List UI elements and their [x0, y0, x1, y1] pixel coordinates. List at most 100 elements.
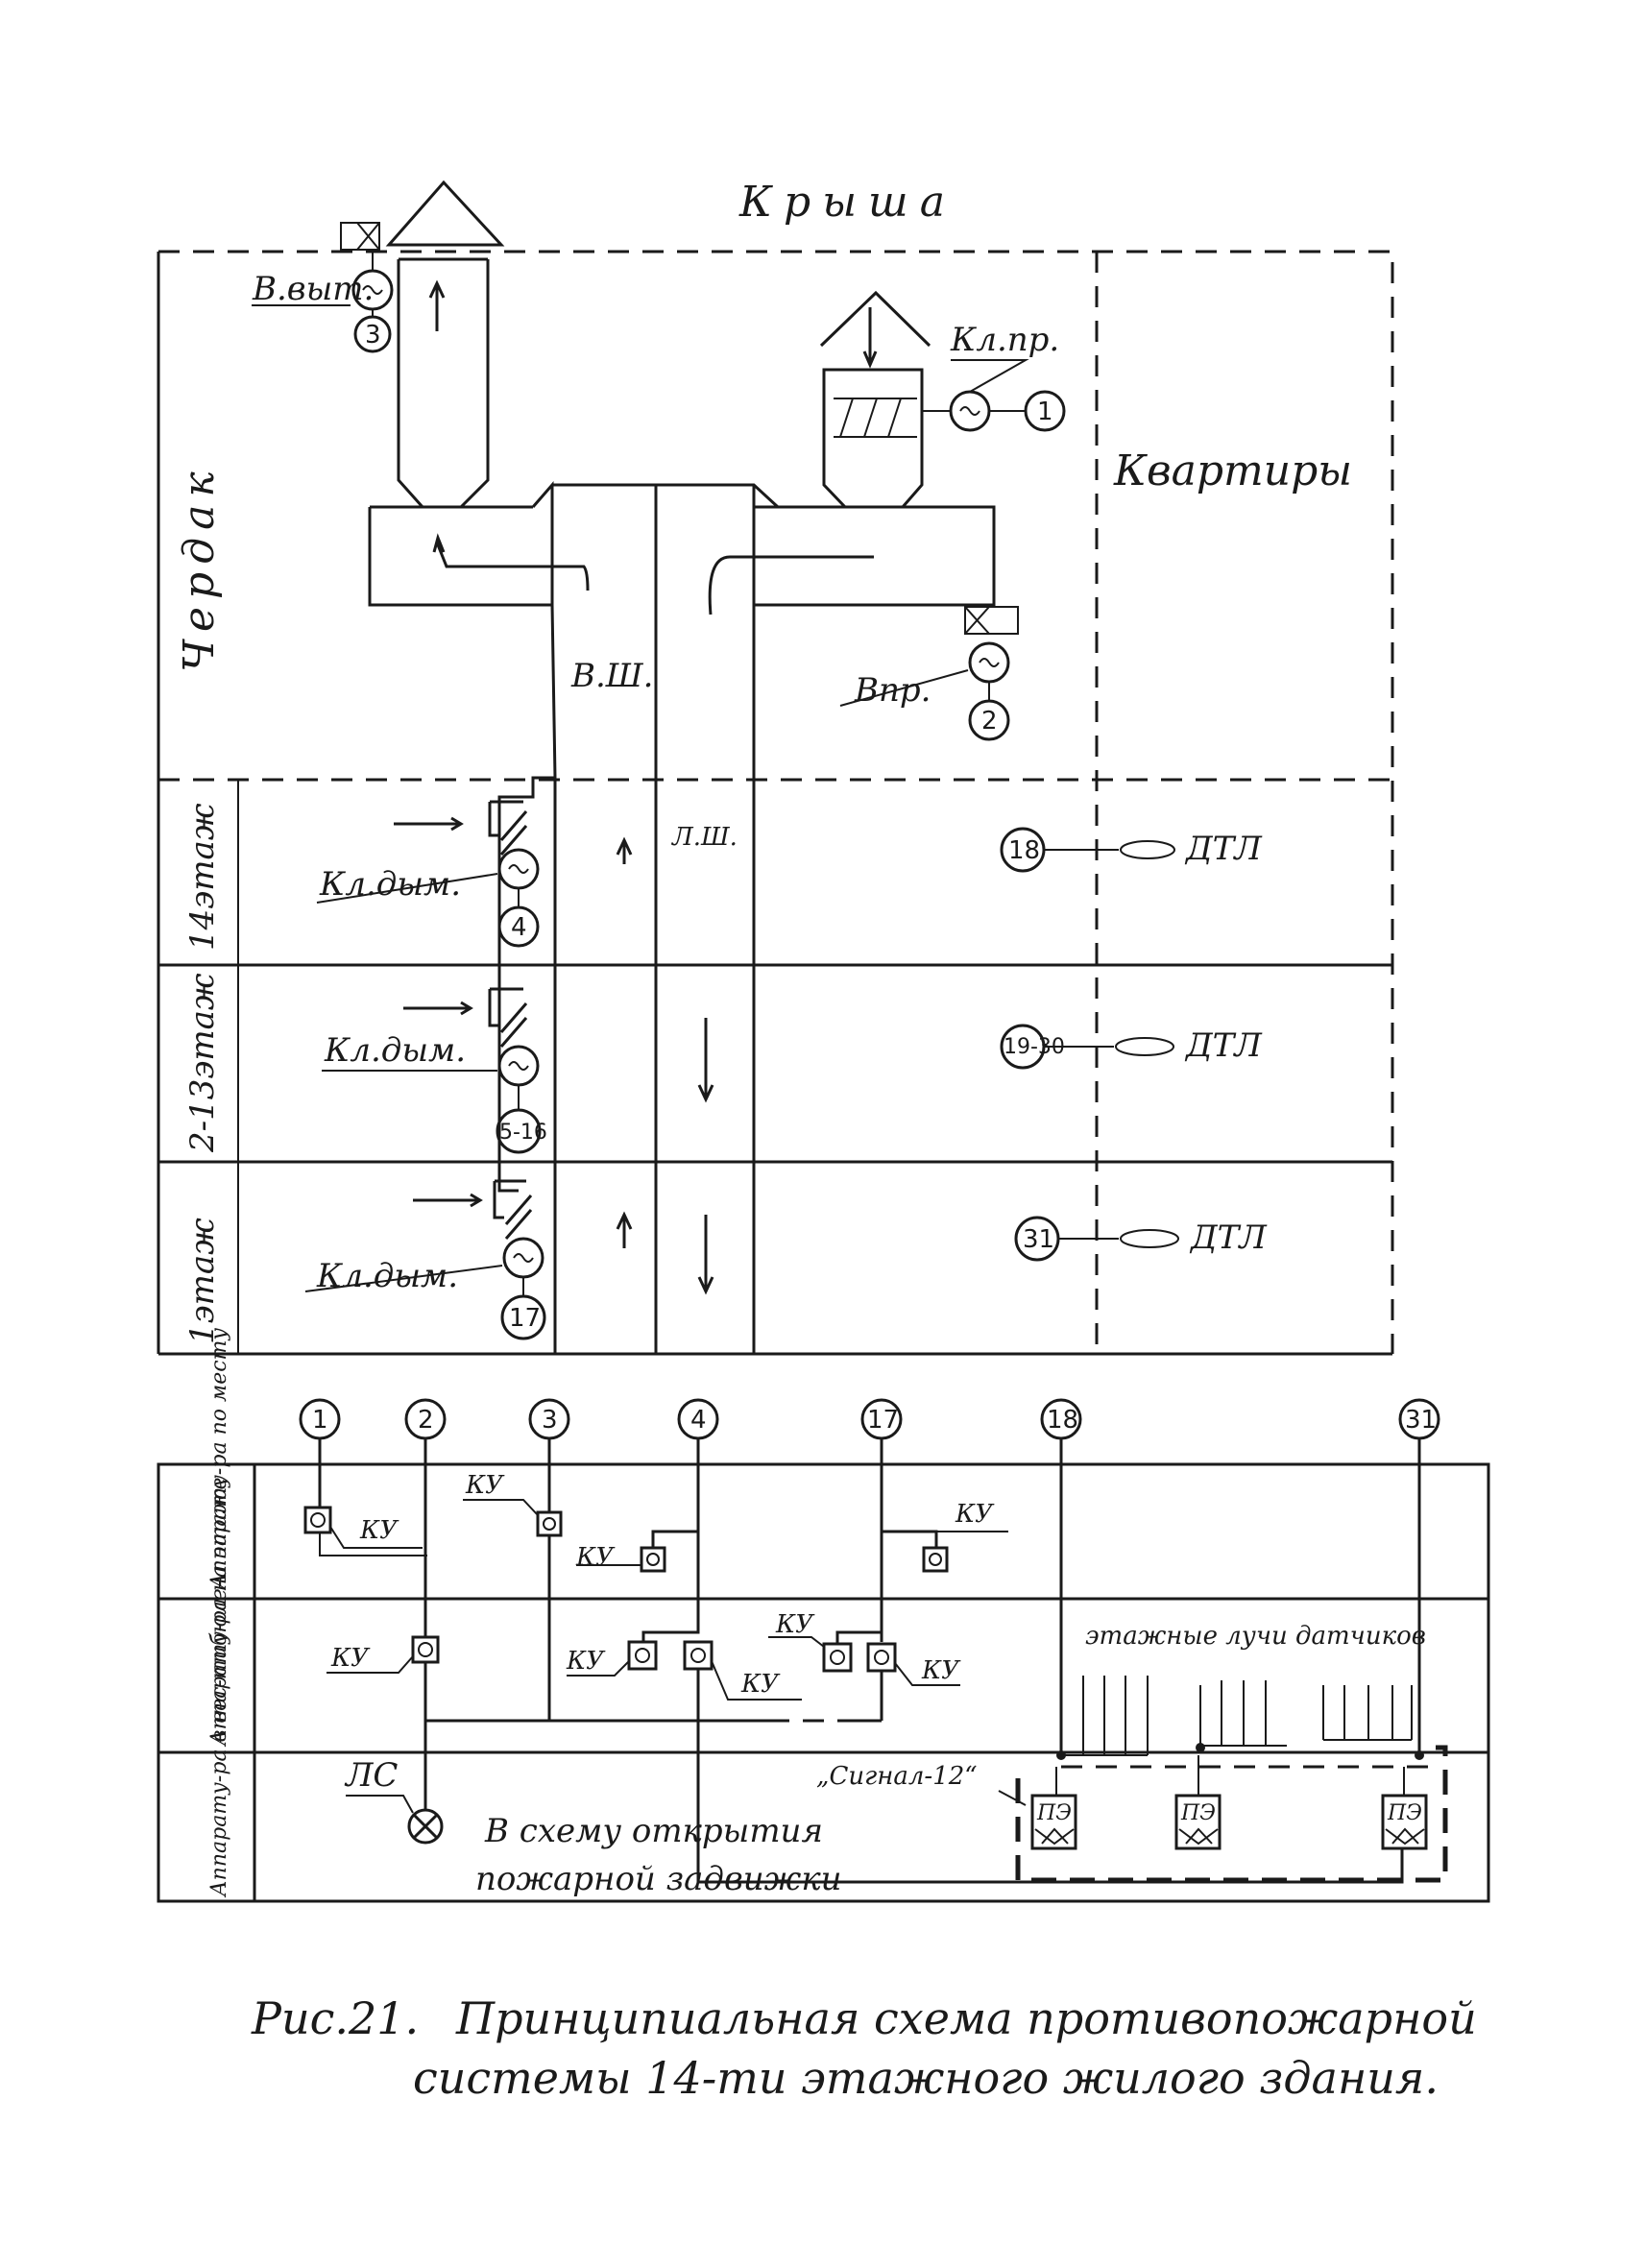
floor14-valve-label: Кл.дым. — [319, 865, 461, 904]
detector-floor1-num: 31 — [1023, 1225, 1054, 1254]
ku-col2-label: КУ — [330, 1644, 371, 1673]
detector-floor1-label: ДТЛ — [1189, 1218, 1268, 1257]
figure-caption: Рис.21. Принципиальная схема противопожа… — [251, 1992, 1477, 2104]
floor1-valve-marker-num: 17 — [509, 1304, 541, 1333]
supply-valve-label: Кл.пр. — [950, 321, 1059, 359]
stair-shaft-label: Л.Ш. — [670, 823, 738, 852]
exhaust-cap — [385, 180, 505, 247]
row-label-lobby: Аппарату-ра в вес-тибюле — [207, 1588, 231, 1898]
col-marker-17: 17 — [867, 1406, 899, 1435]
ku-col1 — [303, 1506, 332, 1534]
ku-col4-local-label: КУ — [575, 1543, 616, 1572]
floor14-inflow-arrow — [394, 816, 464, 832]
supply-valve-marker — [1024, 390, 1066, 432]
detector-floor2-13: 19-30 ДТЛ — [1000, 1024, 1263, 1070]
ku-col4-floor-b — [683, 1640, 714, 1671]
detector-floor1: 31 ДТЛ — [1014, 1216, 1268, 1262]
row-label-local: Аппарату-ра по месту — [207, 1328, 231, 1591]
ku-col4-floor-a-label: КУ — [566, 1647, 606, 1676]
ku-col2 — [411, 1635, 440, 1664]
pe-unit-3-label: ПЭ — [1387, 1801, 1422, 1825]
floor2-13-valve-label: Кл.дым. — [324, 1031, 466, 1070]
pe-unit-3: ПЭ — [1381, 1767, 1428, 1850]
col-marker-31: 31 — [1405, 1406, 1437, 1435]
scheme-frame — [157, 1462, 1490, 1903]
floor14-valve-marker-num: 4 — [511, 913, 527, 942]
floor2-13-label: 2-13этаж — [183, 973, 222, 1153]
attic-label: Чердак — [175, 464, 224, 672]
col-marker-3: 3 — [542, 1406, 558, 1435]
smoke-duct — [497, 776, 555, 1193]
ls-lamp-icon — [407, 1808, 444, 1845]
ku-col3-label: КУ — [465, 1471, 505, 1500]
floor14-shaft-arrow — [616, 836, 633, 864]
control-scheme: Аппарату-ра по месту Аппарату-ра на этаж… — [157, 1328, 1490, 1903]
floor1-valve-label: Кл.дым. — [316, 1257, 458, 1295]
floor14-label: 14этаж — [183, 803, 222, 951]
detector-floor14-label: ДТЛ — [1184, 830, 1263, 868]
row-label-floor: Аппарату-ра на этаже — [207, 1478, 231, 1749]
exhaust-fan-label: В.выт. — [252, 270, 374, 308]
floor14-valve-body — [488, 800, 523, 837]
pe-unit-1-label: ПЭ — [1036, 1801, 1072, 1825]
floor-rays-label: этажные лучи датчиков — [1085, 1622, 1426, 1651]
pe-unit-1: ПЭ — [1030, 1767, 1077, 1850]
caption-line-2: системы 14-ти этажного жилого здания. — [413, 2052, 1439, 2104]
ku-col4-floor-a — [627, 1640, 658, 1671]
caption-figure-number: Рис.21. — [251, 1992, 419, 2044]
detector-floor14-num: 18 — [1008, 836, 1040, 865]
col-marker-1: 1 — [312, 1406, 328, 1435]
supply-filter — [834, 398, 917, 438]
to-scheme-line-2: пожарной задвижки — [475, 1860, 842, 1898]
apartments-label: Квартиры — [1113, 446, 1352, 495]
col-marker-18: 18 — [1047, 1406, 1078, 1435]
shaft-top — [552, 483, 780, 509]
ku-col17-floor-a-label: КУ — [775, 1610, 815, 1639]
ku-col17-local — [922, 1546, 949, 1573]
ku-col17-local-label: КУ — [955, 1500, 995, 1529]
pe-unit-2: ПЭ — [1174, 1755, 1222, 1850]
ku-col4-floor-b-label: КУ — [740, 1670, 781, 1699]
roof-line — [158, 250, 1394, 1354]
ku-col17-floor-a — [822, 1642, 853, 1673]
ku-col17-floor-b — [866, 1642, 897, 1673]
floor-rays-group-2 — [1199, 1680, 1287, 1747]
detector-floor2-13-label: ДТЛ — [1184, 1026, 1263, 1065]
floor-rays-group-1 — [1060, 1676, 1149, 1756]
exhaust-fan-marker-num: 3 — [365, 321, 381, 350]
left-chamber — [368, 505, 552, 607]
caption-line-1: Принципиальная схема противопожарной — [455, 1992, 1477, 2044]
supply-fan-box — [964, 606, 1019, 635]
building-section: Крыша Чердак 14этаж 2-13этаж 1этаж Кварт… — [157, 178, 1394, 1356]
right-chamber-arrow — [708, 555, 874, 615]
exhaust-fan-wave — [362, 285, 383, 295]
detector-floor14: 18 ДТЛ — [1000, 827, 1263, 873]
to-scheme-line-1: В схему открытия — [484, 1812, 823, 1850]
signal12-enclosure — [1015, 1745, 1448, 1883]
ls-label: ЛС — [344, 1756, 398, 1795]
exhaust-arrow — [428, 279, 446, 331]
supply-fan-marker-num: 2 — [981, 707, 998, 736]
floor2-13-valve-marker-num: 5-16 — [499, 1121, 547, 1145]
floor1-label: 1этаж — [183, 1218, 222, 1344]
left-chamber-arrow — [432, 533, 590, 591]
floor-rays-group-3 — [1322, 1685, 1413, 1741]
exhaust-valve-x — [356, 222, 380, 251]
supply-stack — [822, 368, 924, 509]
exhaust-shaft-label: В.Ш. — [570, 657, 653, 695]
ku-col4-local — [640, 1546, 666, 1573]
col-marker-4: 4 — [690, 1406, 707, 1435]
pe-unit-2-label: ПЭ — [1180, 1801, 1216, 1825]
column-markers: 1 2 3 4 17 18 31 — [299, 1398, 1440, 1440]
supply-fan-label: Впр. — [854, 671, 931, 710]
exhaust-valve-box — [340, 222, 380, 251]
supply-cap — [819, 290, 931, 348]
ku-col1-label: КУ — [359, 1516, 399, 1545]
ku-col3 — [536, 1510, 563, 1537]
ku-col17-floor-b-label: КУ — [921, 1656, 961, 1685]
supply-arrow — [862, 307, 878, 369]
signal12-label: „Сигнал-12“ — [816, 1762, 978, 1791]
supply-valve-marker-num: 1 — [1037, 398, 1053, 426]
roof-label: Крыша — [738, 178, 956, 227]
